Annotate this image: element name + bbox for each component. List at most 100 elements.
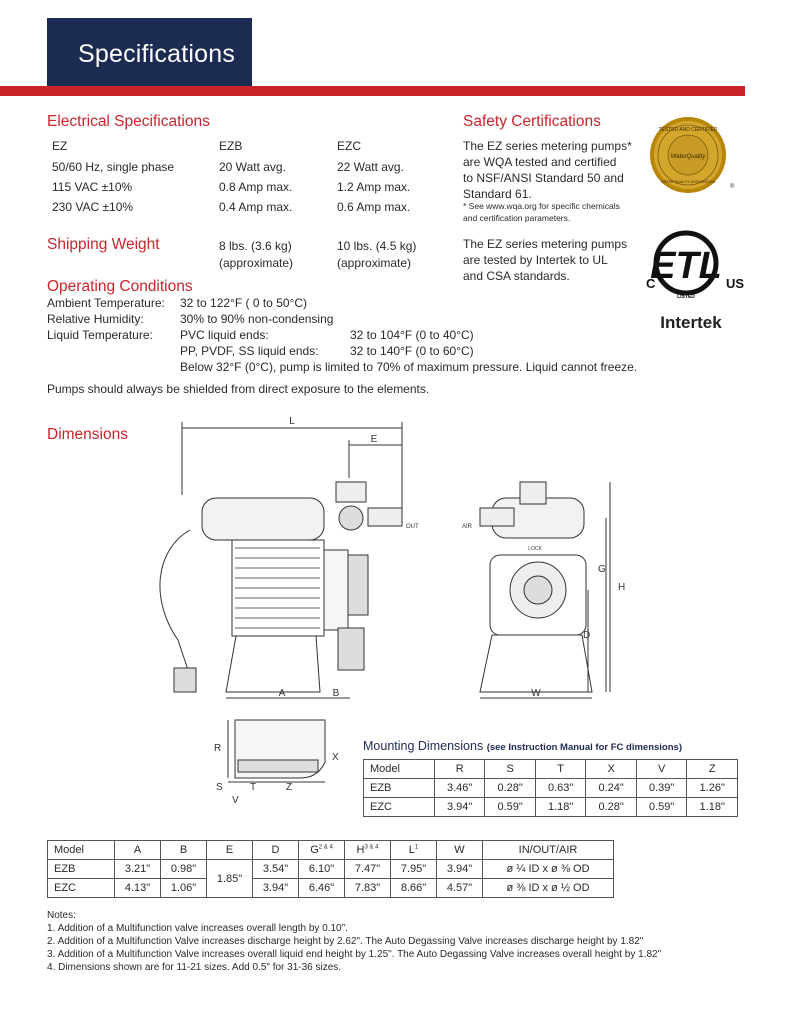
mounting-subheading: (see Instruction Manual for FC dimension… bbox=[486, 742, 682, 753]
label-v: V bbox=[232, 795, 239, 806]
liquid-values: 32 to 104°F (0 to 40°C) 32 to 140°F (0 t… bbox=[350, 327, 474, 359]
operating-labels: Ambient Temperature: Relative Humidity: … bbox=[47, 295, 165, 343]
table-cell: 4.13" bbox=[114, 878, 161, 898]
table-header-g: G2 & 4 bbox=[298, 840, 345, 860]
table-cell: 4.57" bbox=[436, 878, 483, 898]
shipping-ezc-weight: 10 lbs. (4.5 kg) bbox=[337, 239, 417, 253]
header-text: G bbox=[310, 844, 319, 856]
table-cell: 3.54" bbox=[252, 859, 299, 879]
table-cell: 0.24" bbox=[585, 778, 637, 798]
table-cell: 3.21" bbox=[114, 859, 161, 879]
shipping-heading: Shipping Weight bbox=[47, 236, 160, 253]
safety-heading: Safety Certifications bbox=[463, 113, 601, 130]
motor-fins bbox=[235, 547, 320, 629]
table-cell: 1.06" bbox=[160, 878, 207, 898]
mounting-header-row: Model R S T X V Z bbox=[363, 759, 738, 779]
safety-line: are tested by Intertek to UL bbox=[463, 253, 608, 267]
front-base bbox=[479, 634, 593, 693]
below-note: Below 32°F (0°C), pump is limited to 70%… bbox=[180, 360, 638, 374]
electrical-col-3: EZC 22 Watt avg. 1.2 Amp max. 0.6 Amp ma… bbox=[337, 138, 410, 219]
operating-values: 32 to 122°F ( 0 to 50°C) 30% to 90% non-… bbox=[180, 295, 637, 375]
ambient-label: Ambient Temperature: bbox=[47, 296, 165, 310]
table-row: EZB 3.21" 0.98" 1.85" 3.54" 6.10" 7.47" … bbox=[47, 859, 614, 898]
label-t: T bbox=[250, 782, 256, 793]
safety-line: The EZ series metering pumps bbox=[463, 237, 628, 251]
humidity-value: 30% to 90% non-condensing bbox=[180, 312, 334, 326]
safety-line: and CSA standards. bbox=[463, 269, 570, 283]
label-l: L bbox=[289, 416, 295, 427]
table-cell: 3.94" bbox=[436, 859, 483, 879]
dimensions-heading: Dimensions bbox=[47, 426, 128, 443]
electrical-cell: 230 VAC ±10% bbox=[52, 200, 134, 214]
safety-line: The EZ series metering pumps* bbox=[463, 139, 632, 153]
table-cell: EZB bbox=[47, 859, 115, 879]
etl-listed-icon: ETL C US LISTED Intertek bbox=[646, 230, 744, 332]
table-cell: EZC bbox=[363, 797, 435, 817]
label-a: A bbox=[279, 688, 286, 699]
electrical-cell: EZC bbox=[337, 139, 361, 153]
table-cell: ø ⅜ ID x ø ½ OD bbox=[482, 878, 614, 898]
intertek-logo: Intertek bbox=[660, 313, 722, 332]
footnote-line: and certification parameters. bbox=[463, 213, 571, 223]
pump-motor-cover bbox=[201, 497, 325, 541]
front-center bbox=[523, 575, 553, 605]
page-title: Specifications bbox=[78, 40, 236, 68]
header-divider bbox=[0, 86, 745, 96]
table-cell: 7.83" bbox=[344, 878, 391, 898]
mounting-table: Model R S T X V Z EZB 3.46" 0.28" 0.63" … bbox=[363, 759, 738, 817]
ambient-value: 32 to 122°F ( 0 to 50°C) bbox=[180, 296, 307, 310]
table-cell: 3.94" bbox=[433, 797, 486, 817]
electrical-cell: EZB bbox=[219, 139, 243, 153]
safety-footnote: * See www.wqa.org for specific chemicals… bbox=[463, 200, 620, 224]
note-item: 4. Dimensions shown are for 11-21 sizes.… bbox=[47, 962, 342, 973]
electrical-cell: 0.8 Amp max. bbox=[219, 180, 293, 194]
label-lock: LOCK bbox=[528, 546, 542, 552]
label-g: G bbox=[598, 564, 606, 575]
table-header: Model bbox=[47, 840, 115, 860]
table-header: W bbox=[436, 840, 483, 860]
label-s: S bbox=[216, 782, 223, 793]
valve-fitting bbox=[338, 505, 364, 531]
footnote-line: * See www.wqa.org for specific chemicals bbox=[463, 201, 620, 211]
label-r: R bbox=[214, 743, 221, 754]
shipping-ezb-note: (approximate) bbox=[219, 256, 294, 270]
electrical-cell: 1.2 Amp max. bbox=[337, 180, 411, 194]
table-header: V bbox=[635, 759, 688, 779]
label-out: OUT bbox=[406, 524, 419, 530]
pump-head-cap bbox=[347, 554, 369, 616]
out-fitting bbox=[367, 507, 403, 527]
note-item: 1. Addition of a Multifunction valve inc… bbox=[47, 923, 348, 934]
power-cord bbox=[159, 529, 191, 671]
table-header: Z bbox=[686, 759, 738, 779]
electrical-cell: 20 Watt avg. bbox=[219, 160, 286, 174]
table-header-h: H3 & 4 bbox=[344, 840, 391, 860]
table-header: R bbox=[433, 759, 486, 779]
operating-heading: Operating Conditions bbox=[47, 278, 193, 295]
label-e: E bbox=[371, 434, 378, 445]
safety-para-1: The EZ series metering pumps* are WQA te… bbox=[463, 138, 632, 202]
table-cell: 1.18" bbox=[534, 797, 587, 817]
table-cell-e: 1.85" bbox=[206, 859, 253, 898]
table-cell: 0.63" bbox=[534, 778, 587, 798]
notes-title: Notes: bbox=[47, 910, 76, 921]
header-sup: 1 bbox=[414, 844, 419, 851]
header-sup: 3 & 4 bbox=[364, 844, 379, 851]
electrical-cell: 0.6 Amp max. bbox=[337, 200, 411, 214]
seal-registered: ® bbox=[730, 183, 735, 190]
table-cell: 0.28" bbox=[585, 797, 637, 817]
pump-head-block bbox=[323, 549, 349, 631]
table-cell: 0.98" bbox=[160, 859, 207, 879]
note-item: 2. Addition of a Multifunction Valve inc… bbox=[47, 936, 644, 947]
table-header-l: L1 bbox=[390, 840, 437, 860]
table-cell: EZC bbox=[47, 878, 115, 898]
safety-line: to NSF/ANSI Standard 50 and bbox=[463, 171, 624, 185]
table-cell: 3.94" bbox=[252, 878, 299, 898]
shipping-ezb: 8 lbs. (3.6 kg) (approximate) bbox=[219, 238, 293, 272]
shipping-ezc-note: (approximate) bbox=[337, 256, 412, 270]
pvc-value: 32 to 104°F (0 to 40°C) bbox=[350, 328, 474, 342]
table-cell: 8.66" bbox=[390, 878, 437, 898]
table-header: A bbox=[114, 840, 161, 860]
seal-bottom-text: WATER QUALITY ASSOCIATION bbox=[661, 180, 715, 184]
table-header: D bbox=[252, 840, 299, 860]
pump-dimension-drawing: L E OUT A B AIR LOCK W G D H R X S T Z V bbox=[159, 416, 625, 806]
